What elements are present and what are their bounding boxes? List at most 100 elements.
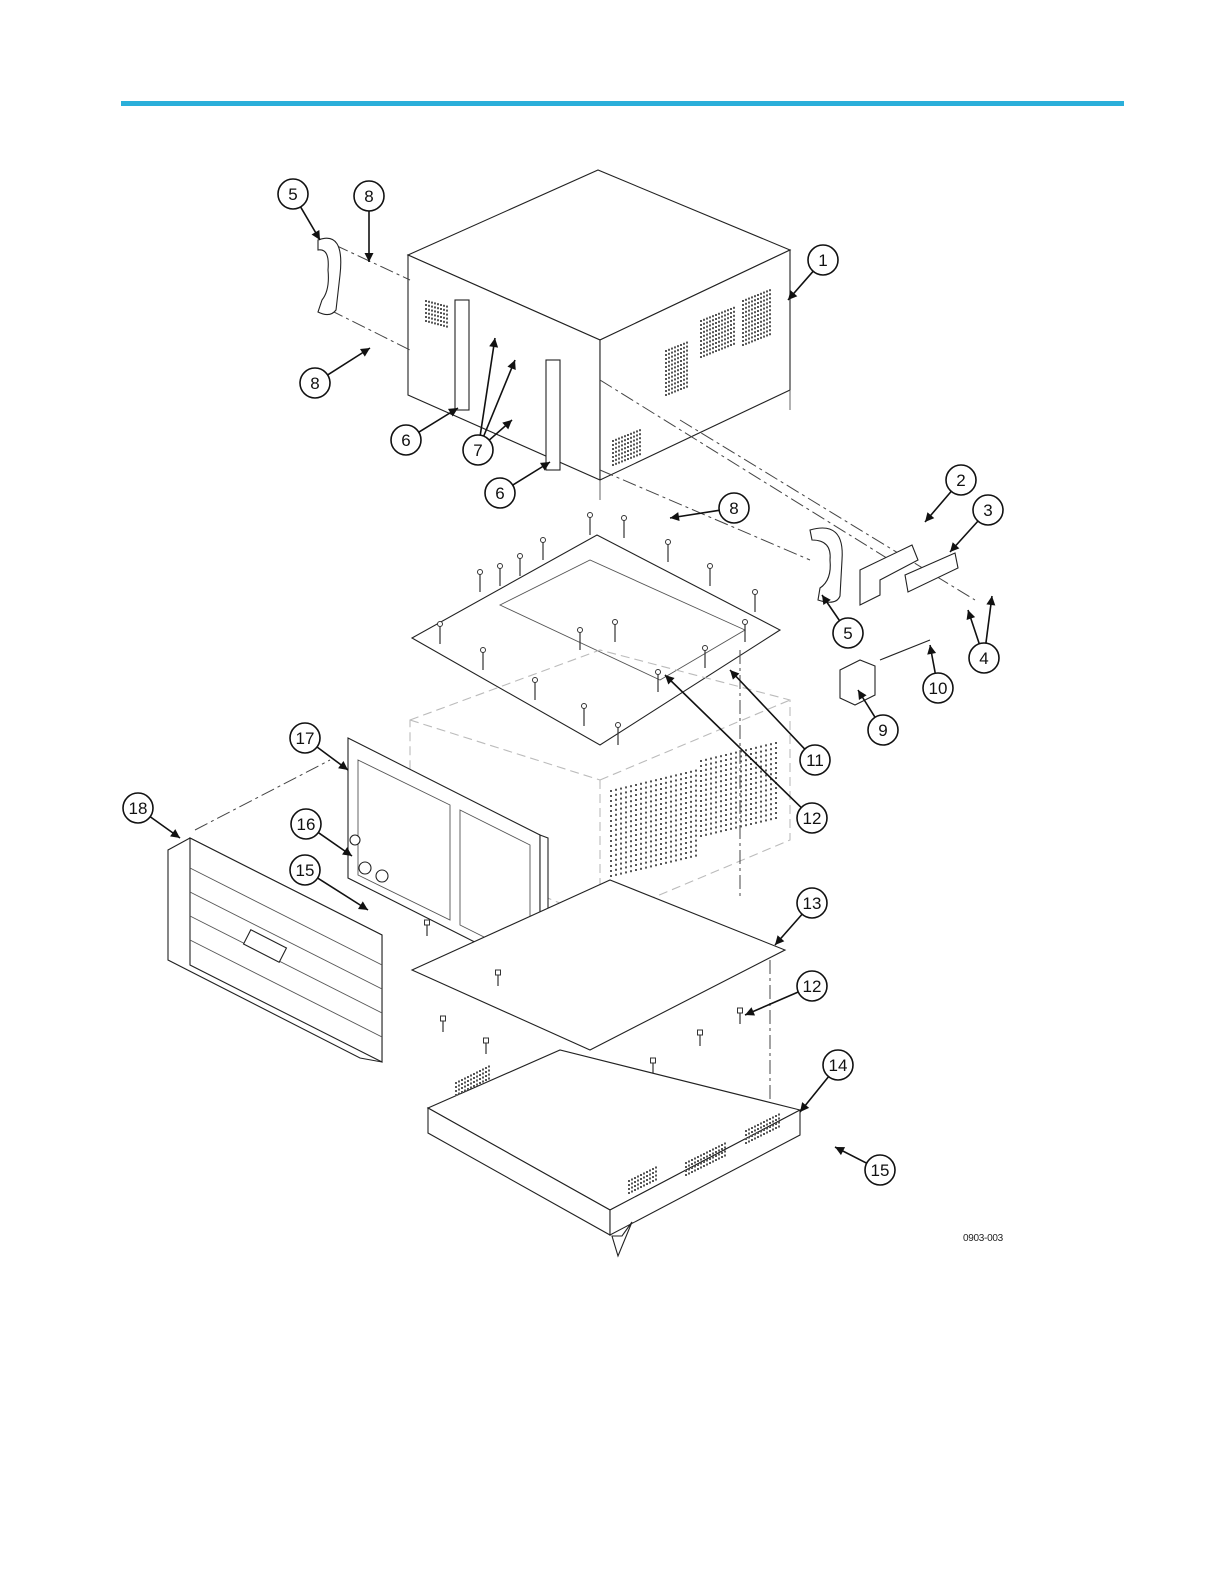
vent-hole xyxy=(655,779,657,781)
vent-hole xyxy=(640,813,642,815)
screw xyxy=(698,1030,703,1046)
vent-hole xyxy=(712,315,714,317)
vent-hole xyxy=(650,785,652,787)
vent-hole xyxy=(721,1156,723,1158)
vent-hole xyxy=(680,848,682,850)
vent-hole xyxy=(685,772,687,774)
vent-hole xyxy=(612,456,614,458)
vent-hole xyxy=(705,774,707,776)
vent-hole xyxy=(628,1192,630,1194)
vent-hole xyxy=(640,853,642,855)
vent-hole xyxy=(715,816,717,818)
vent-hole xyxy=(725,769,727,771)
vent-hole xyxy=(635,824,637,826)
vent-hole xyxy=(760,811,762,813)
vent-hole xyxy=(680,783,682,785)
vent-hole xyxy=(458,1089,460,1091)
vent-hole xyxy=(720,810,722,812)
vent-hole xyxy=(718,1146,720,1148)
vent-hole xyxy=(730,788,732,790)
vent-hole xyxy=(721,316,723,318)
vent-hole xyxy=(760,1135,762,1137)
vent-hole xyxy=(645,792,647,794)
vent-hole xyxy=(757,302,759,304)
vent-hole xyxy=(615,859,617,861)
vent-hole xyxy=(630,805,632,807)
vent-hole xyxy=(755,822,757,824)
vent-hole xyxy=(630,457,632,459)
vent-hole xyxy=(645,787,647,789)
vent-hole xyxy=(700,760,702,762)
vent-hole xyxy=(675,814,677,816)
vent-hole xyxy=(685,782,687,784)
vent-hole xyxy=(618,442,620,444)
vent-hole xyxy=(763,308,765,310)
vent-hole xyxy=(670,776,672,778)
vent-hole xyxy=(631,1187,633,1189)
vent-hole xyxy=(470,1075,472,1077)
screw xyxy=(498,564,503,587)
callout-8: 8 xyxy=(354,181,384,211)
vent-hole xyxy=(643,1173,645,1175)
vent-hole xyxy=(615,789,617,791)
vent-hole xyxy=(674,370,676,372)
vent-hole xyxy=(763,1129,765,1131)
vent-hole xyxy=(712,343,714,345)
vent-hole xyxy=(775,772,777,774)
vent-hole xyxy=(615,804,617,806)
vent-hole xyxy=(769,329,771,331)
vent-hole xyxy=(690,801,692,803)
vent-hole xyxy=(754,315,756,317)
vent-hole xyxy=(630,441,632,443)
callout-number: 18 xyxy=(129,799,148,818)
vent-hole xyxy=(649,1178,651,1180)
callout-4: 4 xyxy=(969,643,999,673)
vent-hole xyxy=(437,315,439,317)
vent-hole xyxy=(680,838,682,840)
vent-hole xyxy=(751,316,753,318)
vent-hole xyxy=(766,326,768,328)
vent-hole xyxy=(625,791,627,793)
vent-hole xyxy=(760,309,762,311)
vent-hole xyxy=(724,310,726,312)
vent-hole xyxy=(685,802,687,804)
vent-hole xyxy=(461,1079,463,1081)
vent-hole xyxy=(760,297,762,299)
vent-hole xyxy=(635,844,637,846)
vent-hole xyxy=(645,822,647,824)
vent-hole xyxy=(680,843,682,845)
vent-hole xyxy=(680,798,682,800)
vent-hole xyxy=(690,836,692,838)
vent-hole xyxy=(703,331,705,333)
vent-hole xyxy=(766,1124,768,1126)
drawing-id: 0903-003 xyxy=(963,1233,1003,1244)
vent-hole xyxy=(630,850,632,852)
vent-hole xyxy=(710,758,712,760)
vent-hole xyxy=(625,866,627,868)
vent-hole xyxy=(668,393,670,395)
vent-hole xyxy=(610,875,612,877)
vent-hole xyxy=(703,323,705,325)
vent-hole xyxy=(443,309,445,311)
vent-hole xyxy=(630,820,632,822)
vent-hole xyxy=(766,330,768,332)
vent-hole xyxy=(437,303,439,305)
vent-hole xyxy=(700,765,702,767)
vent-hole xyxy=(443,325,445,327)
vent-hole xyxy=(680,360,682,362)
vent-hole xyxy=(754,307,756,309)
vent-hole xyxy=(674,386,676,388)
vent-hole xyxy=(709,1154,711,1156)
vent-hole xyxy=(769,1126,771,1128)
vent-hole xyxy=(645,857,647,859)
vent-hole xyxy=(712,1161,714,1163)
vent-hole xyxy=(730,324,732,326)
vent-hole xyxy=(700,1159,702,1161)
vent-hole xyxy=(750,748,752,750)
vent-hole xyxy=(725,804,727,806)
vent-hole xyxy=(446,318,448,320)
vent-hole xyxy=(763,324,765,326)
vent-hole xyxy=(640,1186,642,1188)
vent-hole xyxy=(618,438,620,440)
vent-hole xyxy=(618,458,620,460)
